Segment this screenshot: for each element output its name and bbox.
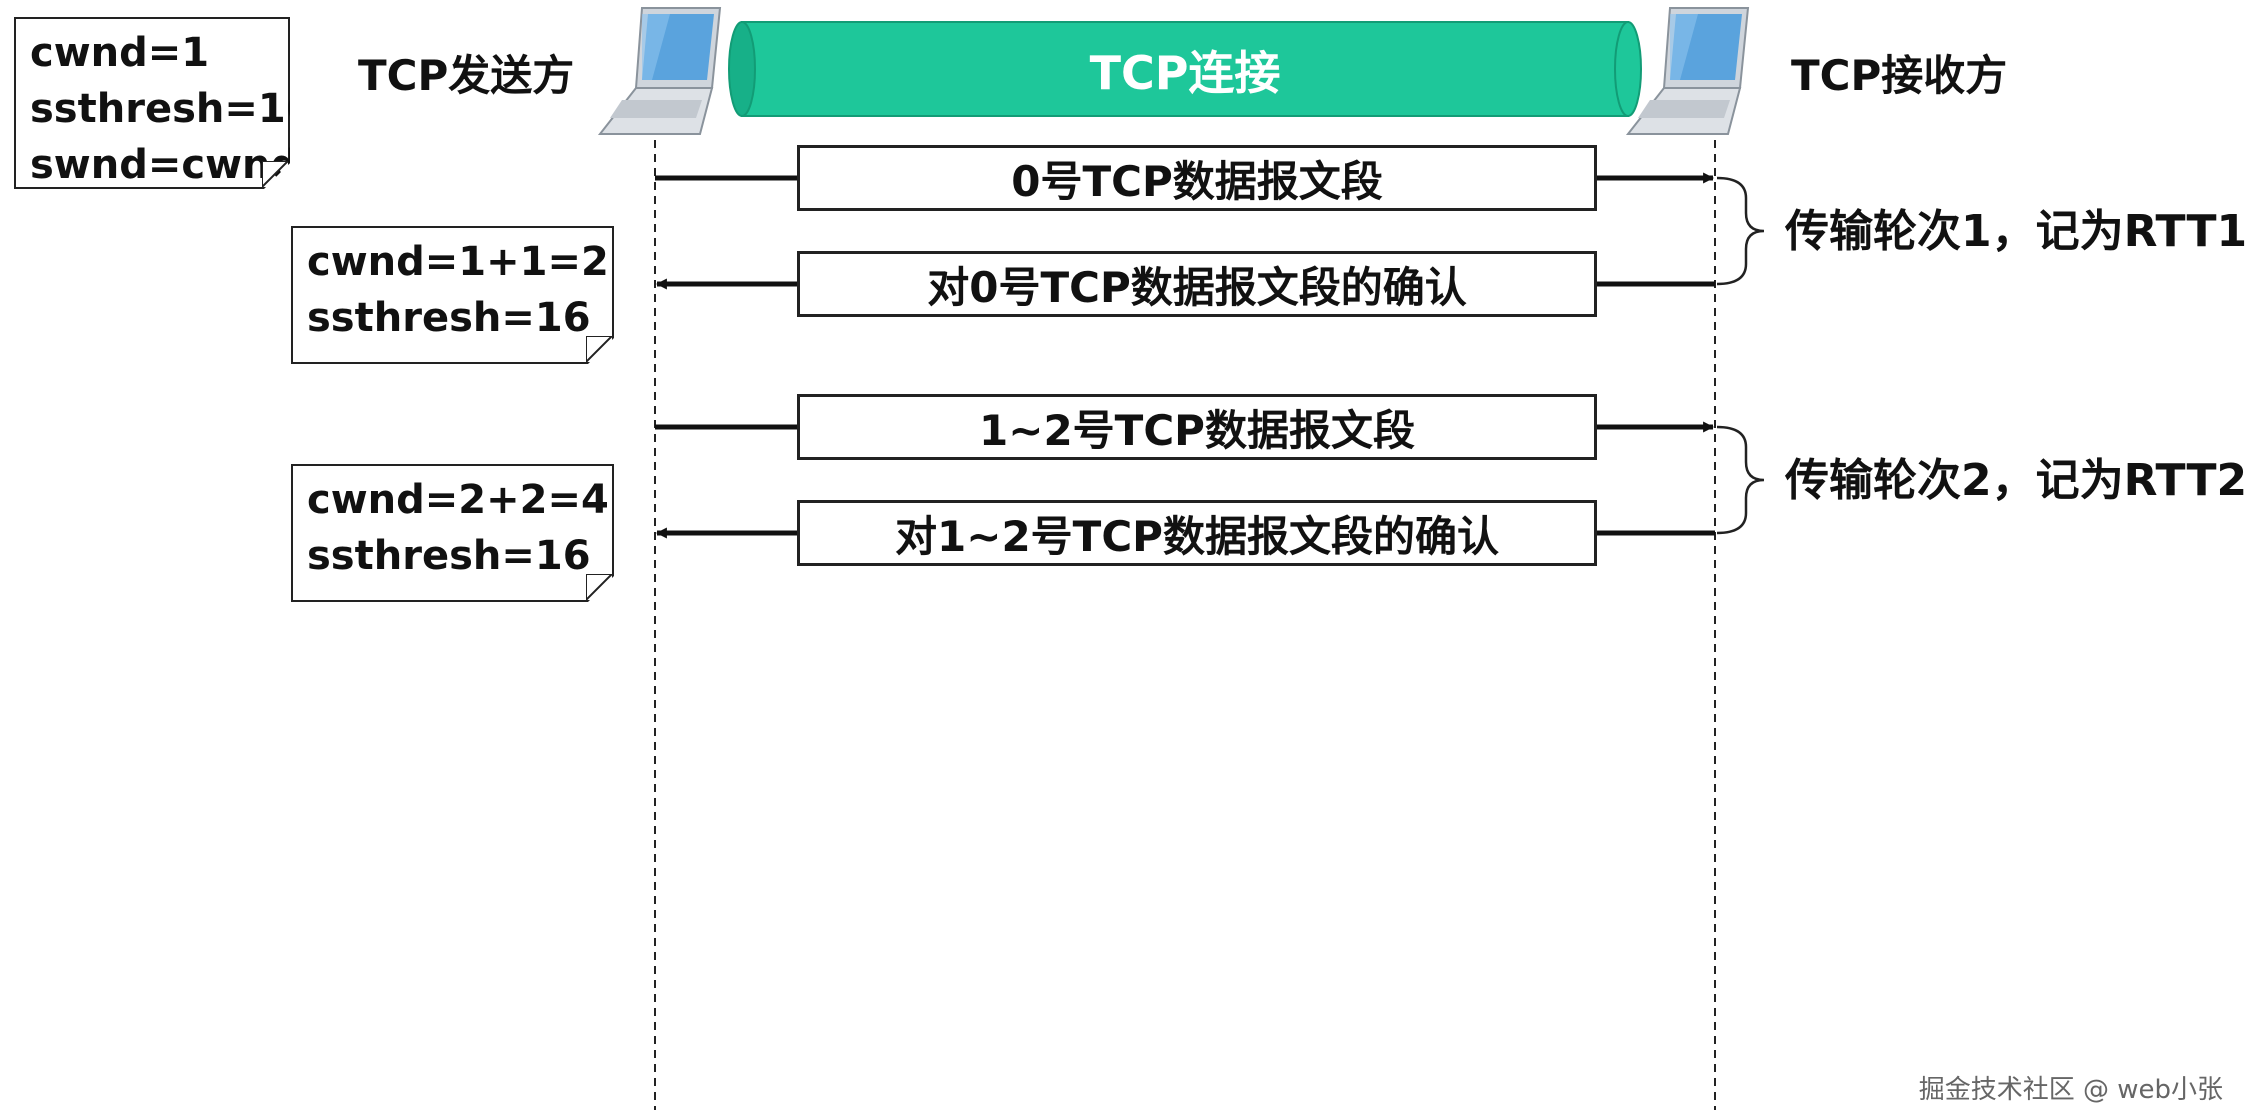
- ack-box-1-2: 对1~2号TCP数据报文段的确认: [797, 500, 1597, 566]
- tcp-connection-label: TCP连接: [1089, 46, 1281, 100]
- round-2-brace: [1716, 425, 1765, 535]
- sender-title: TCP发送方: [358, 51, 575, 100]
- note-line: swnd=cwnd: [30, 142, 300, 188]
- receiver-laptop-icon: [1625, 7, 1750, 135]
- note-line: cwnd=2+2=4: [307, 477, 609, 523]
- note-line: cwnd=1: [30, 30, 210, 76]
- ack-box-0: 对0号TCP数据报文段的确认: [797, 251, 1597, 317]
- note-line: cwnd=1+1=2: [307, 239, 609, 285]
- note-line: ssthresh=16: [30, 86, 314, 132]
- sender-state-note-rtt1: cwnd=1+1=2 ssthresh=16: [291, 226, 614, 364]
- round-1-label: 传输轮次1，记为RTT1: [1785, 206, 2248, 257]
- tcp-connection-pipe: [728, 21, 1642, 117]
- folded-corner-icon: [262, 161, 288, 187]
- round-1-brace: [1716, 176, 1765, 286]
- sender-laptop-icon: [597, 7, 722, 135]
- folded-corner-icon: [586, 574, 612, 600]
- sender-state-note-initial: cwnd=1 ssthresh=16 swnd=cwnd: [14, 17, 290, 189]
- folded-corner-icon: [586, 336, 612, 362]
- receiver-title: TCP接收方: [1791, 51, 2008, 100]
- note-line: ssthresh=16: [307, 533, 591, 579]
- watermark: 掘金技术社区 @ web小张: [1918, 1075, 2223, 1105]
- note-line: ssthresh=16: [307, 295, 591, 341]
- round-2-label: 传输轮次2，记为RTT2: [1785, 455, 2248, 506]
- segment-box-1-2: 1~2号TCP数据报文段: [797, 394, 1597, 460]
- sender-state-note-rtt2: cwnd=2+2=4 ssthresh=16: [291, 464, 614, 602]
- segment-box-0: 0号TCP数据报文段: [797, 145, 1597, 211]
